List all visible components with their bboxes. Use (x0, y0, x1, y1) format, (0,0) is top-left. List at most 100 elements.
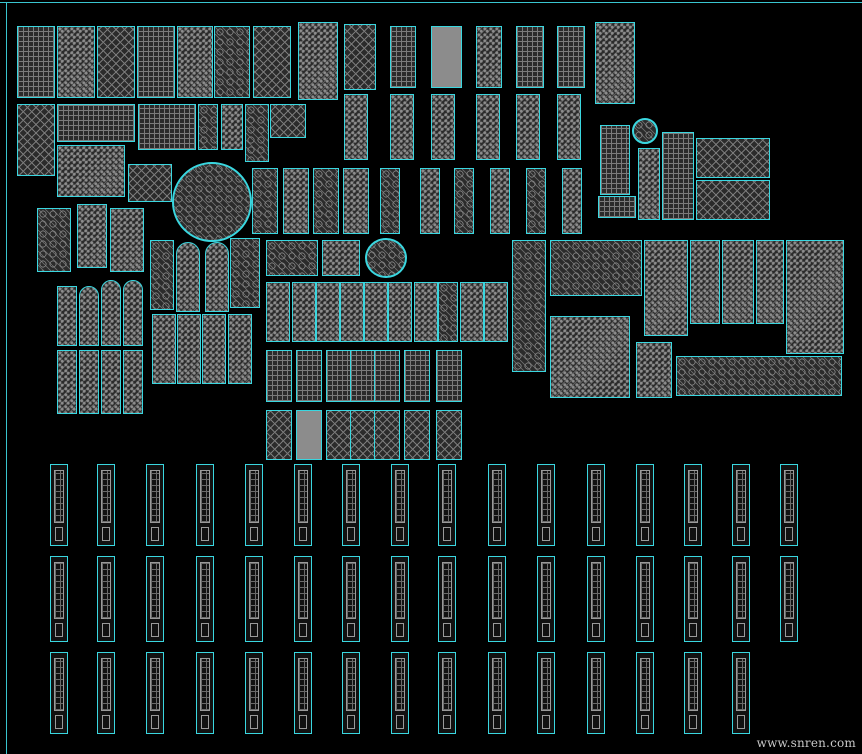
carved-panel[interactable] (636, 342, 672, 398)
carved-panel[interactable] (638, 148, 660, 220)
carved-panel[interactable] (562, 168, 582, 234)
carved-panel[interactable] (57, 145, 125, 197)
carved-panel[interactable] (600, 125, 630, 195)
carved-panel[interactable] (138, 104, 196, 150)
carved-panel[interactable] (37, 208, 71, 272)
carved-panel[interactable] (516, 26, 544, 88)
carved-panel[interactable] (490, 168, 510, 234)
carved-panel[interactable] (550, 316, 630, 398)
carved-panel[interactable] (79, 286, 99, 346)
carved-panel[interactable] (17, 104, 55, 176)
door-panel[interactable] (684, 464, 702, 546)
carved-panel[interactable] (420, 168, 440, 234)
carved-panel[interactable] (557, 94, 581, 160)
carved-panel[interactable] (662, 132, 694, 220)
carved-panel[interactable] (340, 282, 364, 342)
round-carved-panel[interactable] (365, 238, 407, 278)
carved-panel[interactable] (57, 104, 135, 142)
door-panel[interactable] (587, 556, 605, 642)
door-panel[interactable] (488, 556, 506, 642)
door-panel[interactable] (391, 464, 409, 546)
door-panel[interactable] (587, 464, 605, 546)
carved-panel[interactable] (245, 104, 269, 162)
carved-panel[interactable] (266, 282, 290, 342)
carved-panel[interactable] (326, 350, 352, 402)
carved-panel[interactable] (205, 242, 229, 312)
carved-panel[interactable] (57, 26, 95, 98)
carved-panel[interactable] (431, 26, 462, 88)
door-panel[interactable] (684, 556, 702, 642)
carved-panel[interactable] (438, 282, 458, 342)
carved-panel[interactable] (414, 282, 438, 342)
carved-panel[interactable] (326, 410, 352, 460)
carved-panel[interactable] (516, 94, 540, 160)
carved-panel[interactable] (283, 168, 309, 234)
carved-panel[interactable] (176, 242, 200, 312)
carved-panel[interactable] (252, 168, 278, 234)
carved-panel[interactable] (266, 240, 318, 276)
door-panel[interactable] (780, 556, 798, 642)
carved-panel[interactable] (57, 350, 77, 414)
carved-panel[interactable] (786, 240, 844, 354)
carved-panel[interactable] (253, 26, 291, 98)
door-panel[interactable] (196, 556, 214, 642)
carved-panel[interactable] (476, 26, 502, 88)
door-panel[interactable] (537, 652, 555, 734)
door-panel[interactable] (732, 652, 750, 734)
round-small-panel[interactable] (632, 118, 658, 144)
carved-panel[interactable] (123, 280, 143, 346)
carved-panel[interactable] (722, 240, 754, 324)
door-panel[interactable] (146, 652, 164, 734)
carved-panel[interactable] (230, 238, 260, 308)
door-panel[interactable] (294, 556, 312, 642)
door-panel[interactable] (488, 464, 506, 546)
door-panel[interactable] (732, 464, 750, 546)
carved-panel[interactable] (110, 208, 144, 272)
door-panel[interactable] (97, 464, 115, 546)
door-panel[interactable] (342, 464, 360, 546)
door-panel[interactable] (780, 464, 798, 546)
carved-panel[interactable] (436, 410, 462, 460)
door-panel[interactable] (342, 556, 360, 642)
door-panel[interactable] (537, 464, 555, 546)
carved-panel[interactable] (266, 410, 292, 460)
carved-panel[interactable] (476, 94, 500, 160)
carved-panel[interactable] (128, 164, 172, 202)
carved-panel[interactable] (460, 282, 484, 342)
door-panel[interactable] (391, 556, 409, 642)
carved-panel[interactable] (298, 22, 338, 100)
carved-panel[interactable] (316, 282, 340, 342)
door-panel[interactable] (438, 464, 456, 546)
door-panel[interactable] (587, 652, 605, 734)
carved-panel[interactable] (756, 240, 784, 324)
carved-panel[interactable] (484, 282, 508, 342)
door-panel[interactable] (50, 652, 68, 734)
carved-panel[interactable] (374, 350, 400, 402)
carved-panel[interactable] (364, 282, 388, 342)
carved-panel[interactable] (79, 350, 99, 414)
carved-panel[interactable] (228, 314, 252, 384)
carved-panel[interactable] (696, 180, 770, 220)
carved-panel[interactable] (374, 410, 400, 460)
carved-panel[interactable] (57, 286, 77, 346)
door-panel[interactable] (636, 556, 654, 642)
door-panel[interactable] (342, 652, 360, 734)
carved-panel[interactable] (137, 26, 175, 98)
door-panel[interactable] (50, 464, 68, 546)
carved-panel[interactable] (380, 168, 400, 234)
carved-panel[interactable] (292, 282, 316, 342)
carved-panel[interactable] (221, 104, 243, 150)
carved-panel[interactable] (390, 94, 414, 160)
carved-panel[interactable] (404, 410, 430, 460)
carved-panel[interactable] (152, 314, 176, 384)
door-panel[interactable] (732, 556, 750, 642)
carved-panel[interactable] (390, 26, 416, 88)
carved-panel[interactable] (526, 168, 546, 234)
carved-panel[interactable] (198, 104, 218, 150)
carved-panel[interactable] (350, 350, 376, 402)
carved-panel[interactable] (557, 26, 585, 88)
carved-panel[interactable] (177, 314, 201, 384)
carved-panel[interactable] (177, 26, 213, 98)
door-panel[interactable] (245, 556, 263, 642)
carved-panel[interactable] (644, 240, 688, 336)
